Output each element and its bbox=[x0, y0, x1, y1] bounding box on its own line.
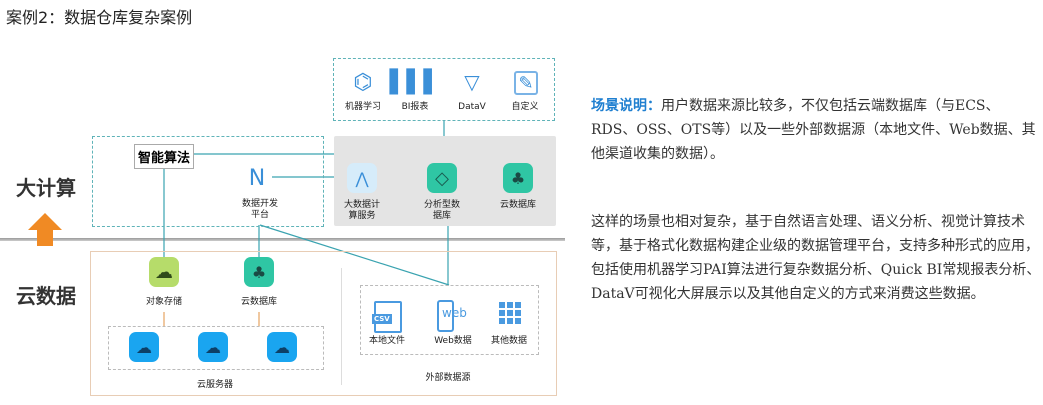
csv-file-icon[interactable]: CSV bbox=[372, 301, 402, 333]
compute-label: 大数据计 bbox=[343, 200, 380, 210]
other-data-label: 其他数据 bbox=[490, 336, 527, 346]
apps-group bbox=[333, 58, 555, 121]
cloud-data-group bbox=[90, 251, 557, 396]
cloud-db-label: 云数据库 bbox=[240, 297, 277, 307]
datav-icon[interactable]: ▽ bbox=[464, 70, 480, 94]
label-big-compute: 大计算 bbox=[16, 176, 76, 200]
group-divider bbox=[341, 268, 342, 385]
web-data-label: Web数据 bbox=[434, 336, 472, 346]
cloud-server-icon[interactable]: ☁ bbox=[198, 332, 228, 362]
csv-badge: CSV bbox=[372, 314, 392, 324]
cloud-db-icon[interactable]: ♣ bbox=[244, 257, 274, 287]
compute-label: 分析型数 bbox=[423, 200, 460, 210]
grid-icon[interactable] bbox=[499, 302, 521, 324]
cloud-server-icon[interactable]: ☁ bbox=[129, 332, 159, 362]
external-source-label: 外部数据源 bbox=[425, 373, 471, 383]
scenario-paragraph-1: 用户数据来源比较多，不仅包括云端数据库（与ECS、RDS、OSS、OTS等）以及… bbox=[591, 98, 1036, 162]
cloud-db-icon[interactable]: ♣ bbox=[503, 163, 533, 193]
machine-learning-icon[interactable]: ⌬ bbox=[353, 69, 373, 95]
storage-label: 对象存储 bbox=[145, 297, 182, 307]
scenario-paragraph-2: 这样的场景也相对复杂，基于自然语言处理、语义分析、视觉计算技术等，基于格式化数据… bbox=[591, 214, 1041, 302]
label-cloud-data: 云数据 bbox=[16, 284, 76, 308]
algo-label: 智能算法 bbox=[134, 144, 195, 169]
object-storage-icon[interactable]: ☁ bbox=[149, 257, 179, 287]
compute-label: 算服务 bbox=[348, 211, 376, 221]
local-file-label: 本地文件 bbox=[368, 336, 405, 346]
analytic-db-icon[interactable]: ◇ bbox=[427, 163, 457, 193]
scenario-heading: 场景说明： bbox=[591, 98, 661, 114]
custom-edit-icon[interactable]: ✎ bbox=[514, 71, 538, 95]
scenario-description: 场景说明：用户数据来源比较多，不仅包括云端数据库（与ECS、RDS、OSS、OT… bbox=[591, 94, 1041, 166]
app-label: DataV bbox=[458, 102, 486, 112]
data-dev-platform-icon[interactable]: N bbox=[248, 165, 266, 191]
page-title: 案例2：数据仓库复杂案例 bbox=[6, 8, 193, 27]
cloud-server-icon[interactable]: ☁ bbox=[267, 332, 297, 362]
external-group bbox=[360, 285, 539, 355]
app-label: BI报表 bbox=[401, 102, 429, 112]
web-icon-text: web bbox=[442, 306, 467, 320]
servers-label: 云服务器 bbox=[196, 380, 233, 390]
compute-label: 据库 bbox=[432, 211, 451, 221]
maxcompute-icon[interactable]: ⋀ bbox=[347, 163, 377, 193]
app-label: 自定义 bbox=[511, 102, 539, 112]
platform-label-1: 数据开发 bbox=[241, 199, 278, 209]
bi-report-icon[interactable]: ▌▌▌ bbox=[389, 69, 441, 95]
platform-label-2: 平台 bbox=[250, 210, 269, 220]
compute-label: 云数据库 bbox=[499, 200, 536, 210]
up-arrow-icon bbox=[28, 213, 62, 230]
algo-group bbox=[92, 136, 324, 227]
web-phone-icon[interactable]: web bbox=[437, 300, 467, 332]
servers-group bbox=[108, 326, 324, 370]
divider-line bbox=[0, 238, 565, 241]
app-label: 机器学习 bbox=[344, 102, 381, 112]
up-arrow-shaft bbox=[37, 229, 53, 246]
